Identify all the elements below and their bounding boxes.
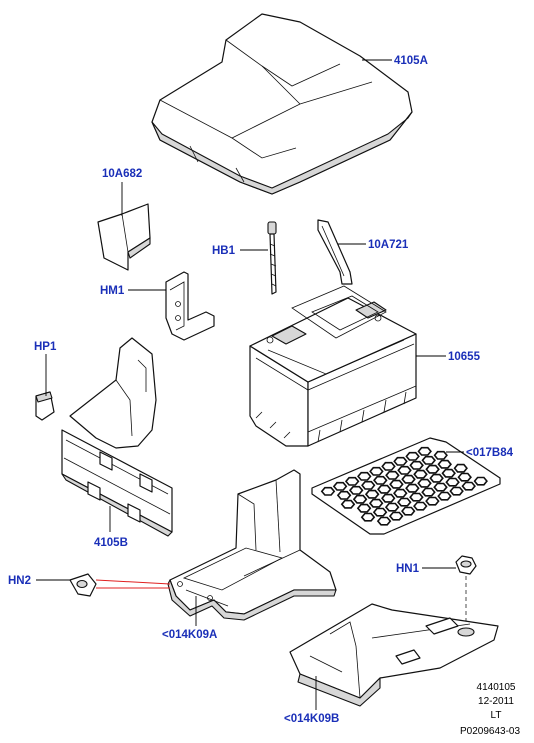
tray-014k09a: [167, 469, 337, 621]
mat-hex-cell: [473, 476, 488, 486]
mat-hex-cell: [361, 480, 376, 490]
ref-diagram-number: 4140105: [477, 682, 516, 693]
battery-cover: [151, 13, 413, 195]
mat-hex-cell: [453, 463, 468, 473]
part-labels: 4105A 10A682 HB1 10A721 HM1 HP1 10655 <0…: [8, 55, 514, 725]
label-hb1[interactable]: HB1: [212, 245, 236, 257]
label-hp1[interactable]: HP1: [34, 341, 57, 353]
label-hm1[interactable]: HM1: [100, 285, 125, 297]
ref-drawing-id: P0209643-03: [460, 726, 520, 737]
mat-hex-cell: [457, 472, 472, 482]
bolt-hb1: [267, 221, 277, 295]
mat-hex-cell: [348, 485, 364, 495]
ref-code: LT: [491, 710, 502, 721]
mat-hex-cell: [425, 464, 440, 474]
mat-hex-cell: [373, 475, 388, 485]
mat-hex-cell: [389, 479, 404, 489]
mat-hex-cell: [397, 465, 412, 475]
mat-hex-cell: [417, 478, 432, 488]
label-4105b[interactable]: 4105B: [94, 537, 128, 549]
mat-hex-cell: [377, 484, 392, 494]
mat-hex-cell: [429, 473, 444, 483]
mat-hex-cell: [433, 482, 448, 492]
mat-hex-cell: [401, 506, 416, 516]
mat-hex-cell: [417, 446, 432, 456]
label-hn1[interactable]: HN1: [396, 563, 420, 575]
mat-hex-cell: [385, 470, 400, 480]
mat-hex-cell: [405, 451, 420, 461]
mat-hex-cell: [340, 499, 356, 509]
cap-hp1: [35, 391, 55, 421]
mat-hex-cell: [425, 496, 440, 506]
mat-hex-cell: [405, 483, 420, 493]
label-10655[interactable]: 10655: [448, 351, 481, 363]
label-017b84[interactable]: <017B84: [466, 447, 514, 459]
label-hn2[interactable]: HN2: [8, 575, 31, 587]
mat-hex-cell: [320, 486, 336, 496]
mat-hex-cell: [360, 512, 376, 522]
mat-hex-cell: [356, 503, 372, 513]
mat-hex-cell: [388, 511, 404, 521]
mat-hex-cell: [372, 507, 388, 517]
mat-hex-cell: [437, 459, 452, 469]
mat-hex-cell: [401, 474, 416, 484]
mat-hex-cell: [413, 501, 428, 511]
mat-hex-cell: [336, 490, 352, 500]
mat-hex-cell: [384, 502, 400, 512]
nut-hn2: [69, 573, 97, 597]
clip-10a682: [97, 203, 151, 271]
label-014k09a[interactable]: <014K09A: [162, 629, 217, 641]
mat-hex-cell: [369, 466, 384, 476]
strap-10a721: [317, 219, 353, 285]
mat-hex-cell: [449, 486, 464, 496]
mat-hex-cell: [461, 481, 476, 491]
mat-hex-cell: [357, 471, 372, 481]
mat-hex-cell: [409, 492, 424, 502]
side-cover-4105b: [61, 337, 173, 537]
mat-hex-cell: [364, 489, 380, 499]
mat-hex-cell: [381, 493, 396, 503]
label-10a682[interactable]: 10A682: [102, 168, 142, 180]
leader-lines: [36, 59, 464, 710]
nut-hn1: [455, 555, 477, 628]
mat-hex-cell: [368, 498, 384, 508]
mat-hex-cell: [393, 488, 408, 498]
mat-hex-cell: [397, 497, 412, 507]
mat-hex-cell: [437, 491, 452, 501]
mat-hex-cell: [393, 456, 408, 466]
mat-hex-cell: [344, 476, 360, 486]
label-4105a[interactable]: 4105A: [394, 55, 428, 67]
ref-date: 12-2011: [478, 696, 514, 707]
bracket-hm1: [165, 271, 215, 341]
tray-014k09b: [289, 603, 499, 707]
mat-017b84: [311, 437, 501, 535]
mat-hex-cell: [381, 461, 396, 471]
mat-hex-cell: [441, 468, 456, 478]
battery-10655: [249, 285, 417, 447]
mat-hex-cell: [332, 481, 348, 491]
mat-hex-cell: [376, 516, 392, 526]
mat-hex-cell: [433, 450, 448, 460]
mat-hex-cell: [421, 455, 436, 465]
mat-hex-cell: [352, 494, 368, 504]
label-014k09b[interactable]: <014K09B: [284, 713, 339, 725]
mat-hex-cell: [409, 460, 424, 470]
reference-block: 4140105 12-2011 LT P0209643-03: [460, 682, 520, 737]
label-10a721[interactable]: 10A721: [368, 239, 409, 251]
mat-hex-cell: [413, 469, 428, 479]
mat-hex-cell: [421, 487, 436, 497]
mat-hex-cell: [445, 477, 460, 487]
